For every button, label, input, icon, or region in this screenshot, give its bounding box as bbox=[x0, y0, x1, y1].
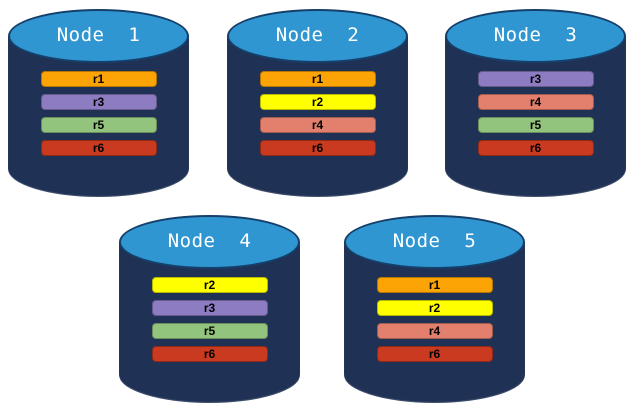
replica-bar: r6 bbox=[151, 346, 268, 362]
node-cylinder-2: Node 2 r1 r2 r4 r6 bbox=[227, 9, 408, 197]
node-title: Node 2 bbox=[275, 24, 360, 46]
cylinder-top-ellipse: Node 5 bbox=[344, 215, 525, 269]
cylinder-top-ellipse: Node 2 bbox=[227, 9, 408, 63]
replica-bar: r6 bbox=[40, 140, 157, 156]
cylinder-top-ellipse: Node 4 bbox=[119, 215, 300, 269]
replica-bar: r3 bbox=[477, 71, 594, 87]
replica-bar: r5 bbox=[477, 117, 594, 133]
replica-bar: r5 bbox=[40, 117, 157, 133]
node-title: Node 1 bbox=[56, 24, 141, 46]
replica-bar-stack: r3 r4 r5 r6 bbox=[477, 71, 594, 156]
replica-bar-stack: r1 r2 r4 r6 bbox=[376, 277, 493, 362]
replica-bar: r1 bbox=[259, 71, 376, 87]
replica-bar: r4 bbox=[259, 117, 376, 133]
replica-bar: r2 bbox=[376, 300, 493, 316]
node-cylinder-5: Node 5 r1 r2 r4 r6 bbox=[344, 215, 525, 403]
replica-bar-stack: r1 r3 r5 r6 bbox=[40, 71, 157, 156]
replica-bar: r6 bbox=[477, 140, 594, 156]
node-title: Node 4 bbox=[167, 230, 252, 252]
node-title: Node 3 bbox=[493, 24, 578, 46]
node-cylinder-4: Node 4 r2 r3 r5 r6 bbox=[119, 215, 300, 403]
replica-bar: r4 bbox=[376, 323, 493, 339]
replica-bar-stack: r1 r2 r4 r6 bbox=[259, 71, 376, 156]
replica-bar: r6 bbox=[259, 140, 376, 156]
cylinder-top-ellipse: Node 1 bbox=[8, 9, 189, 63]
replica-bar: r2 bbox=[151, 277, 268, 293]
replica-bar-stack: r2 r3 r5 r6 bbox=[151, 277, 268, 362]
cylinder-top-ellipse: Node 3 bbox=[445, 9, 626, 63]
node-cylinder-1: Node 1 r1 r3 r5 r6 bbox=[8, 9, 189, 197]
replica-bar: r6 bbox=[376, 346, 493, 362]
replica-bar: r3 bbox=[151, 300, 268, 316]
replica-bar: r4 bbox=[477, 94, 594, 110]
node-title: Node 5 bbox=[392, 230, 477, 252]
replica-bar: r1 bbox=[40, 71, 157, 87]
replica-bar: r5 bbox=[151, 323, 268, 339]
node-cylinder-3: Node 3 r3 r4 r5 r6 bbox=[445, 9, 626, 197]
replica-bar: r3 bbox=[40, 94, 157, 110]
replica-bar: r2 bbox=[259, 94, 376, 110]
replica-bar: r1 bbox=[376, 277, 493, 293]
